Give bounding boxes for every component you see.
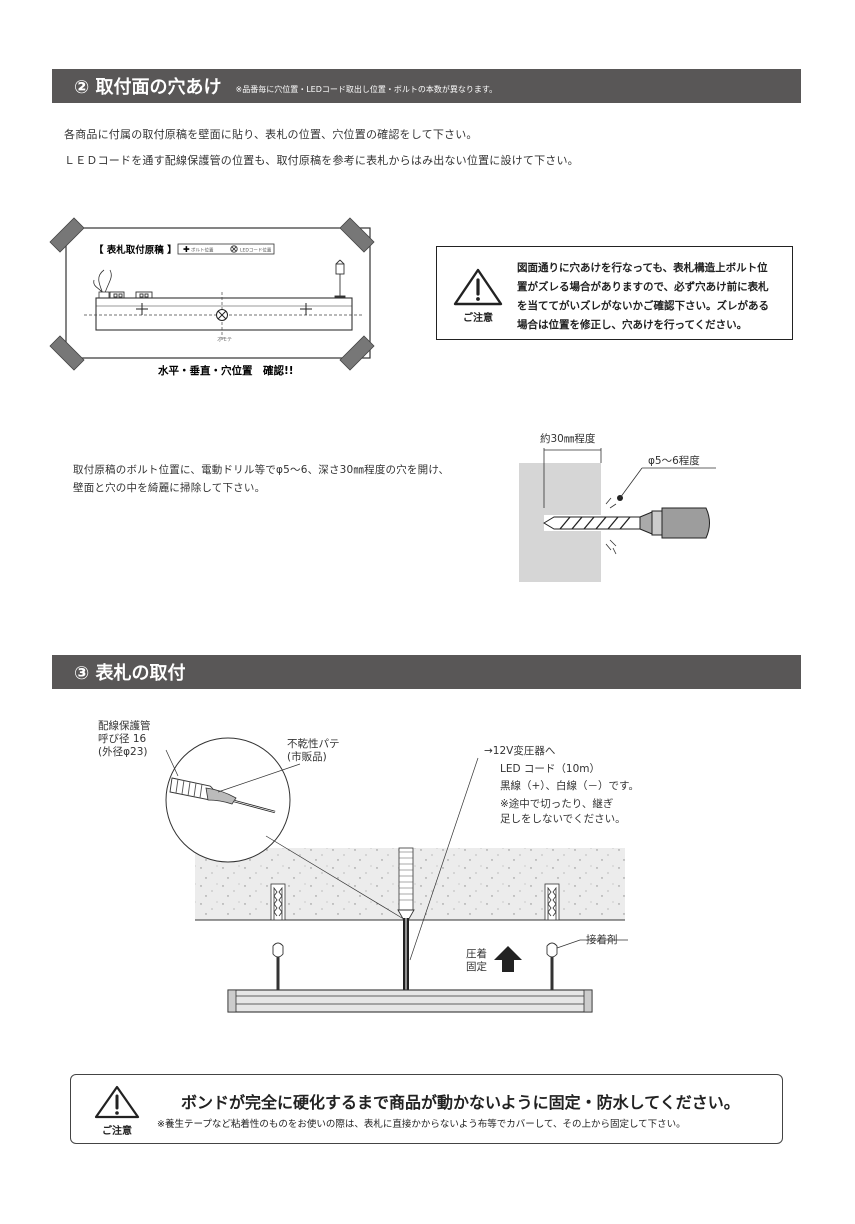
press-label-1: 圧着 bbox=[466, 948, 487, 960]
check-caption: 水平・垂直・穴位置 確認!! bbox=[157, 364, 294, 377]
wall-anchor-right bbox=[544, 883, 560, 921]
bottom-caution-sub: ※養生テープなど粘着性のものをお使いの際は、表札に直接かからないよう布等でカバー… bbox=[157, 1119, 686, 1130]
drilling-text-2: 壁面と穴の中を綺麗に掃除して下さい。 bbox=[73, 482, 266, 494]
conduit-label-2: 呼び径 16 bbox=[98, 733, 147, 745]
bottom-caution-main: ボンドが完全に硬化するまで商品が動かないように固定・防水してください。 bbox=[181, 1093, 740, 1112]
wires-label: 黒線（+）、白線（－）です。 bbox=[500, 780, 639, 792]
bottom-caution-icon-wrap: ご注意 bbox=[93, 1084, 141, 1137]
conduit-label-1: 配線保護管 bbox=[98, 720, 151, 732]
putty-label: 不乾性パテ (市販品) bbox=[287, 738, 340, 764]
section3-header: ③ 表札の取付 bbox=[52, 655, 801, 689]
section3-title: ③ 表札の取付 bbox=[74, 663, 186, 684]
bottom-caution-icon-label: ご注意 bbox=[102, 1126, 132, 1137]
legend-led: LEDコード位置 bbox=[240, 247, 272, 254]
putty-label-2: (市販品) bbox=[287, 751, 327, 763]
section2-title: ② 取付面の穴あけ bbox=[74, 77, 222, 98]
led-mark-icon bbox=[216, 309, 228, 321]
conduit-label: 配線保護管 呼び径 16 (外径φ23) bbox=[98, 720, 151, 759]
wall-anchor-left bbox=[270, 883, 286, 921]
no-cut-label-1: ※途中で切ったり、継ぎ bbox=[500, 798, 614, 810]
installation-diagram bbox=[165, 737, 628, 1013]
front-label: オモテ bbox=[217, 337, 232, 343]
template-title: 【 表札取付原稿 】 bbox=[94, 244, 177, 256]
bolt-mark-left bbox=[136, 303, 148, 315]
house-icons bbox=[109, 291, 153, 300]
section2-para1: 各商品に付属の取付原稿を壁面に貼り、表札の位置、穴位置の確認をして下さい。 bbox=[64, 128, 478, 141]
caution-line-1: 図面通りに穴あけを行なっても、表札構造上ボルト位 bbox=[517, 262, 768, 274]
led-cord-label: LED コード（10m） bbox=[500, 763, 600, 775]
bolt-left bbox=[272, 942, 284, 990]
caution-box: ご注意 図面通りに穴あけを行なっても、表札構造上ボルト位 置がズレる場合がありま… bbox=[436, 246, 793, 340]
template-sheet-illustration: ✚ ボルト位置 LEDコード位置 【 表札取付原稿 】 オモテ 水平・垂直・穴位… bbox=[49, 217, 375, 377]
legend-bolt: ボルト位置 bbox=[191, 247, 214, 254]
svg-text:✚: ✚ bbox=[183, 245, 190, 254]
press-label-2: 固定 bbox=[466, 961, 487, 973]
caution-line-4: 場合は位置を修正し、穴あけを行ってください。 bbox=[517, 319, 748, 331]
putty-label-1: 不乾性パテ bbox=[287, 738, 340, 750]
section2-note: ※品番毎に穴位置・LEDコード取出し位置・ボルトの本数が異なります。 bbox=[235, 84, 498, 94]
caution-line-3: を当ててがいズレがないかご確認下さい。ズレがある bbox=[517, 300, 769, 312]
caution-icon-wrap: ご注意 bbox=[451, 267, 505, 324]
transformer-label: →12V変圧器へ bbox=[484, 745, 556, 757]
diameter-label: φ5～6程度 bbox=[648, 454, 700, 467]
press-arrow-icon bbox=[494, 946, 522, 972]
caution-text: 図面通りに穴あけを行なっても、表札構造上ボルト位 置がズレる場合がありますので、… bbox=[517, 259, 787, 335]
depth-label: 約30㎜程度 bbox=[540, 432, 596, 445]
bolt-right bbox=[546, 942, 558, 990]
conduit-label-3: (外径φ23) bbox=[98, 746, 148, 758]
drilling-text-1: 取付原稿のボルト位置に、電動ドリル等でφ5～6、深さ30㎜程度の穴を開け、 bbox=[73, 464, 450, 476]
section2-header: ② 取付面の穴あけ ※品番毎に穴位置・LEDコード取出し位置・ボルトの本数が異な… bbox=[52, 69, 801, 103]
section2-para2: ＬＥＤコードを通す配線保護管の位置も、取付原稿を参考に表札からはみ出ない位置に設… bbox=[64, 154, 579, 167]
caution-line-2: 置がズレる場合がありますので、必ず穴あけ前に表札 bbox=[517, 281, 769, 293]
bolt-mark-right bbox=[300, 303, 312, 315]
drill-illustration: 約30㎜程度 φ5～6程度 bbox=[519, 432, 716, 582]
press-label: 圧着 固定 bbox=[466, 948, 487, 974]
conduit-closeup bbox=[169, 777, 276, 814]
no-cut-label-2: 足しをしないでください。 bbox=[500, 813, 626, 825]
bottom-caution-box: ご注意 ボンドが完全に硬化するまで商品が動かないように固定・防水してください。 … bbox=[70, 1074, 783, 1144]
warning-icon bbox=[453, 268, 503, 306]
warning-icon bbox=[94, 1085, 140, 1119]
caution-icon-label: ご注意 bbox=[463, 313, 493, 324]
